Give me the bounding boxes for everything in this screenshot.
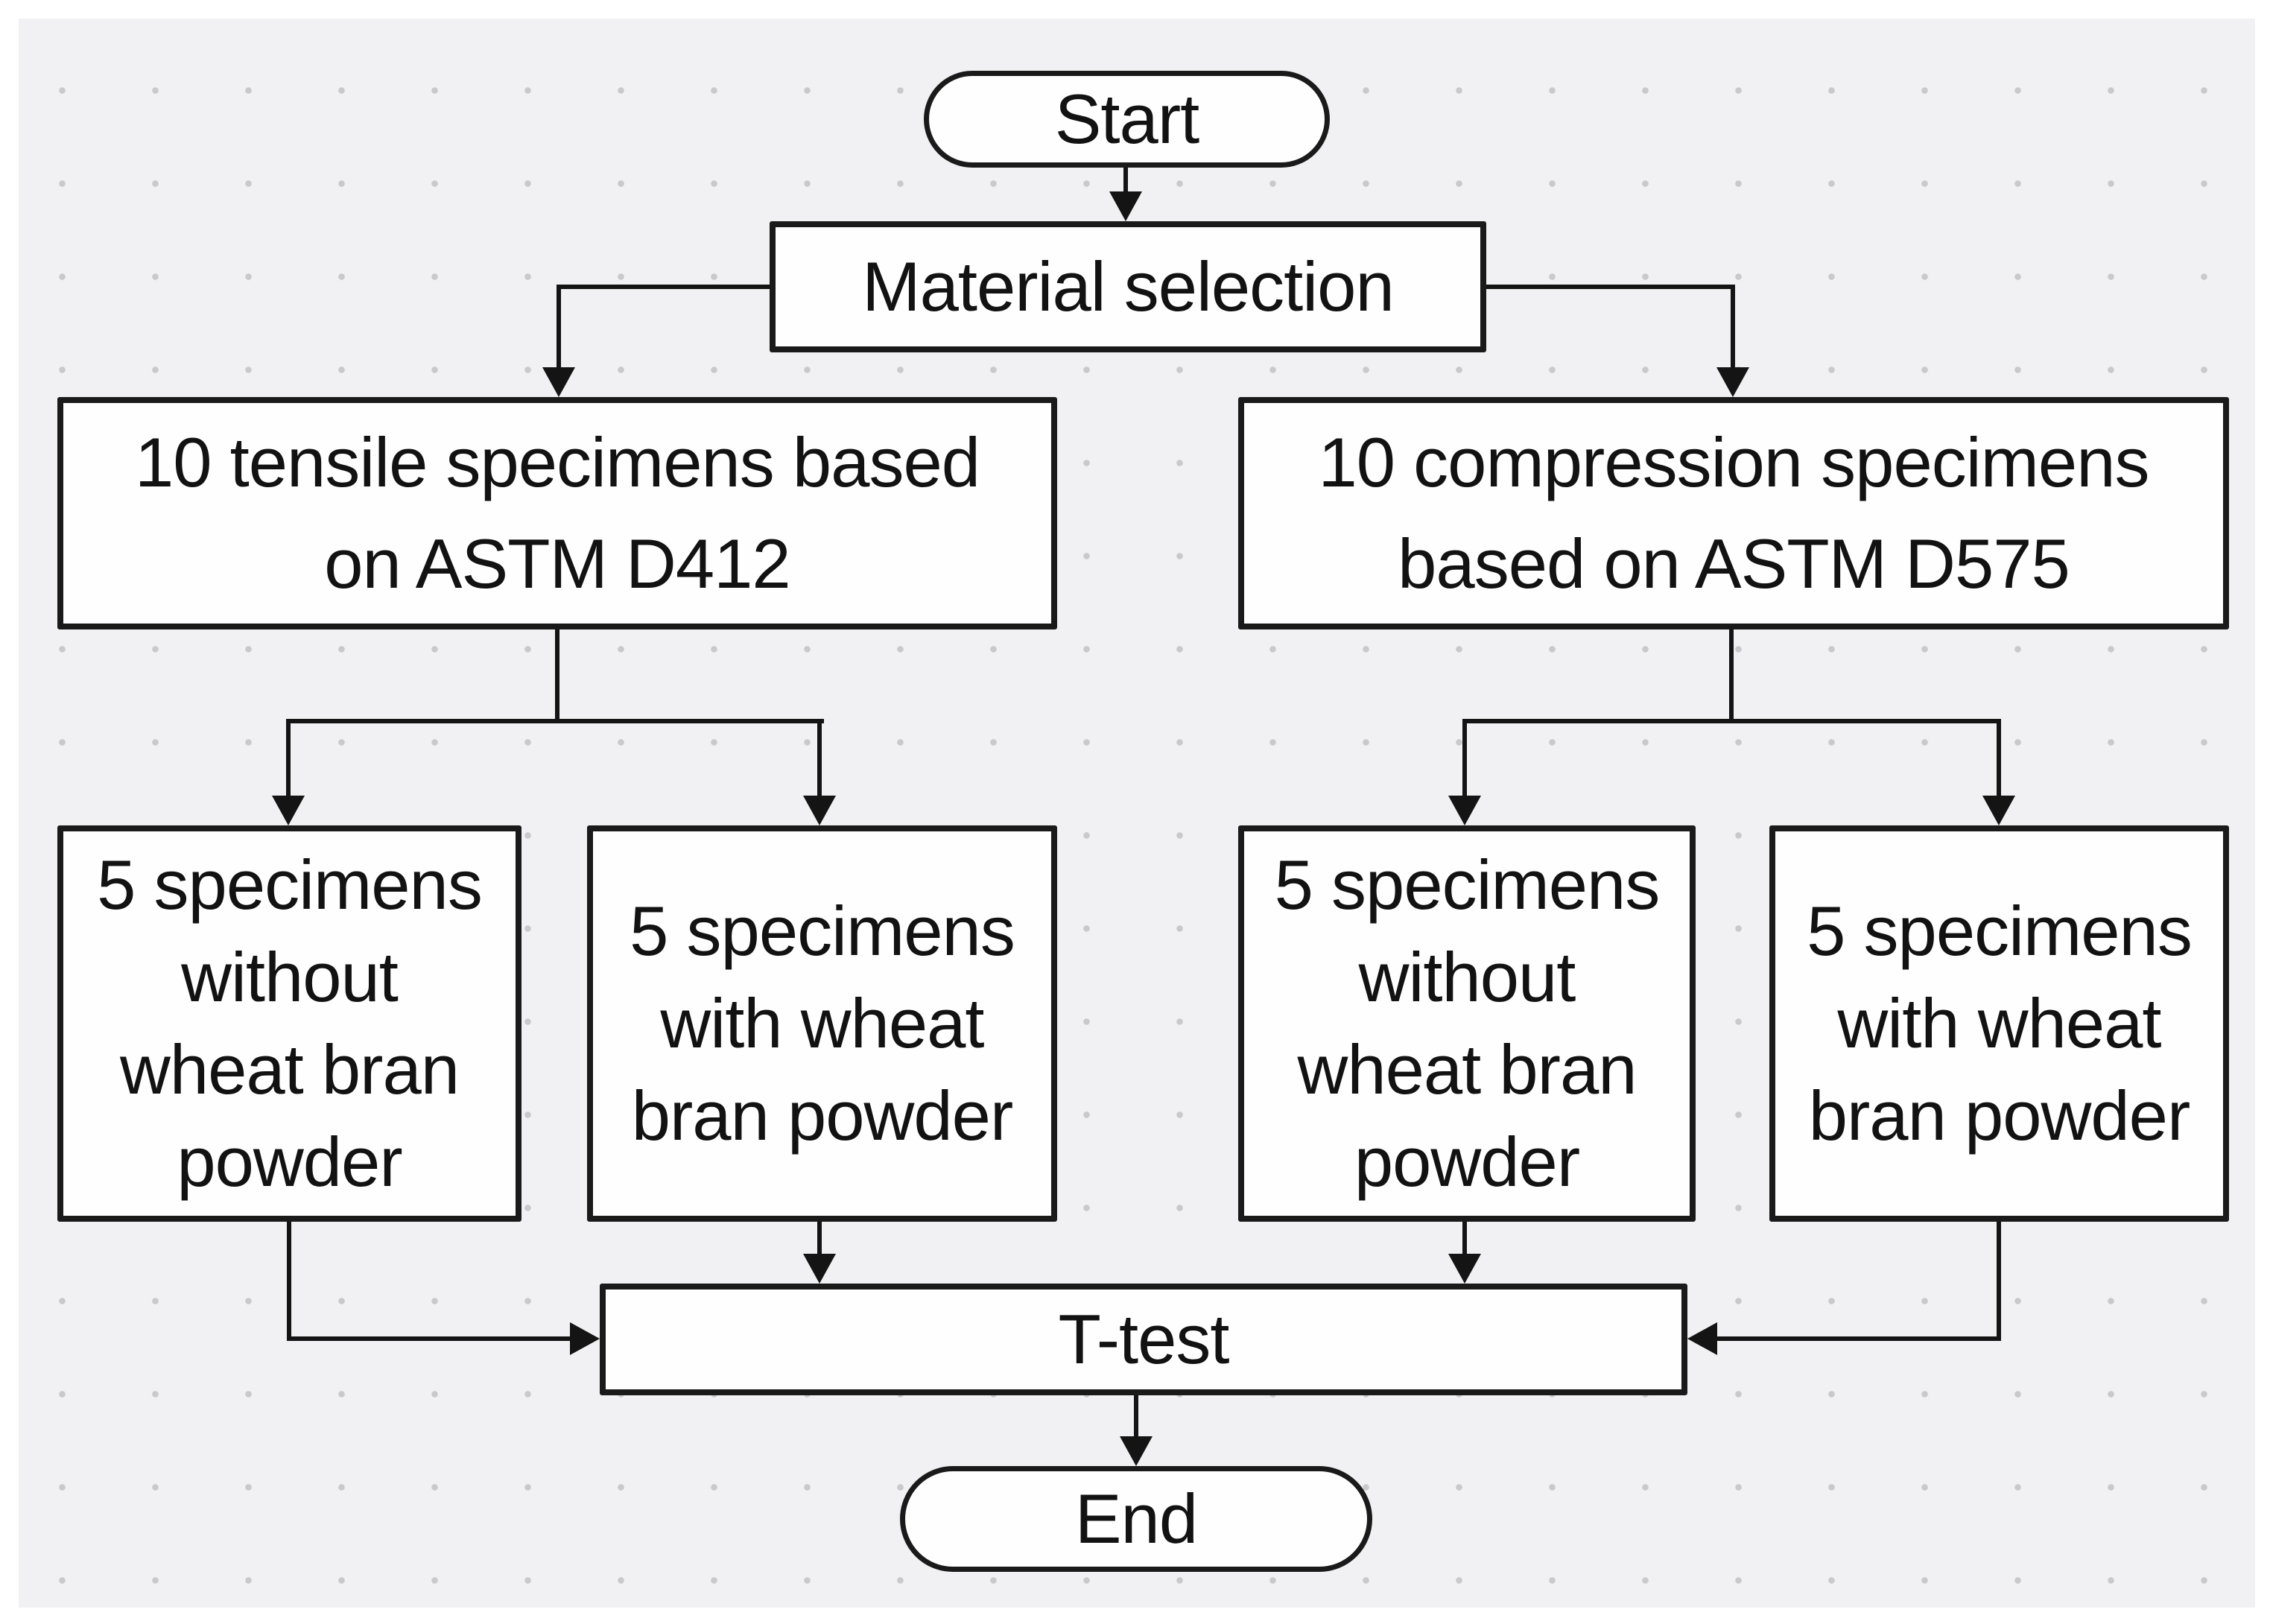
- arrowhead-down: [803, 796, 836, 825]
- arrowhead-down: [1448, 796, 1481, 825]
- node-start-label: Start: [1054, 79, 1200, 158]
- node-label-line: 5 specimens: [1807, 891, 2193, 970]
- node-label-line: without: [1358, 937, 1576, 1016]
- connector-b-ttest-v: [817, 1222, 822, 1254]
- node-label-line: bran powder: [631, 1076, 1014, 1155]
- node-label-line: on ASTM D412: [324, 524, 790, 603]
- connector-material-left-h: [557, 285, 774, 289]
- node-compression-specimens: 10 compression specimens based on ASTM D…: [1238, 397, 2229, 629]
- node-label-line: powder: [1354, 1123, 1580, 1202]
- arrowhead-down: [1109, 191, 1142, 221]
- node-end-label: End: [1074, 1479, 1198, 1558]
- connector-compression-tbar: [1462, 719, 2001, 723]
- node-label-line: powder: [177, 1123, 402, 1202]
- node-tensile-without-bran: 5 specimens without wheat bran powder: [57, 825, 521, 1222]
- connector-d-ttest-v: [1997, 1222, 2001, 1341]
- node-label-line: with wheat: [1837, 983, 2161, 1062]
- node-label-line: 5 specimens: [97, 845, 483, 924]
- node-label-line: bran powder: [1808, 1076, 2191, 1155]
- connector-ttest-end: [1134, 1395, 1138, 1436]
- connector-drop-compression-with: [1997, 719, 2001, 796]
- connector-material-right-h: [1483, 285, 1735, 289]
- node-label-line: 10 compression specimens: [1318, 422, 2150, 501]
- node-label-line: 5 specimens: [630, 891, 1015, 970]
- node-label-line: without: [181, 937, 399, 1016]
- connector-c-ttest-v: [1462, 1222, 1467, 1254]
- arrowhead-down: [272, 796, 305, 825]
- node-label-line: 10 tensile specimens based: [134, 422, 980, 501]
- connector-start-material: [1123, 168, 1128, 196]
- arrowhead-left: [1687, 1322, 1717, 1355]
- connector-drop-compression-without: [1462, 719, 1467, 796]
- arrowhead-down: [803, 1254, 836, 1284]
- connector-a-ttest-h: [287, 1336, 570, 1341]
- connector-a-ttest-v: [287, 1222, 291, 1341]
- connector-drop-tensile-with: [817, 719, 822, 796]
- arrowhead-down: [1448, 1254, 1481, 1284]
- node-label-line: wheat bran: [1297, 1030, 1637, 1108]
- connector-d-ttest-h: [1717, 1336, 2001, 1341]
- connector-tensile-tbar: [286, 719, 824, 723]
- connector-tensile-stem: [555, 629, 559, 723]
- arrowhead-down: [1982, 796, 2015, 825]
- node-compression-with-bran: 5 specimens with wheat bran powder: [1769, 825, 2229, 1222]
- node-label-line: 5 specimens: [1274, 845, 1661, 924]
- connector-drop-tensile-without: [286, 719, 291, 796]
- node-tensile-with-bran: 5 specimens with wheat bran powder: [587, 825, 1057, 1222]
- arrowhead-down: [542, 367, 575, 397]
- node-label-line: with wheat: [660, 983, 984, 1062]
- node-material-selection-label: Material selection: [862, 247, 1394, 326]
- node-compression-without-bran: 5 specimens without wheat bran powder: [1238, 825, 1696, 1222]
- node-end: End: [900, 1466, 1372, 1572]
- arrowhead-down: [1120, 1436, 1153, 1466]
- node-tensile-specimens: 10 tensile specimens based on ASTM D412: [57, 397, 1057, 629]
- connector-compression-stem: [1729, 629, 1734, 723]
- arrowhead-down: [1716, 367, 1749, 397]
- connector-material-right-v: [1731, 285, 1735, 368]
- arrowhead-right: [570, 1322, 600, 1355]
- node-label-line: based on ASTM D575: [1398, 524, 2070, 603]
- node-label-line: wheat bran: [119, 1030, 460, 1108]
- node-start: Start: [924, 71, 1330, 168]
- node-ttest-label: T-test: [1058, 1299, 1229, 1378]
- node-material-selection: Material selection: [770, 221, 1486, 352]
- connector-material-left-v: [557, 285, 561, 368]
- node-ttest: T-test: [600, 1284, 1687, 1395]
